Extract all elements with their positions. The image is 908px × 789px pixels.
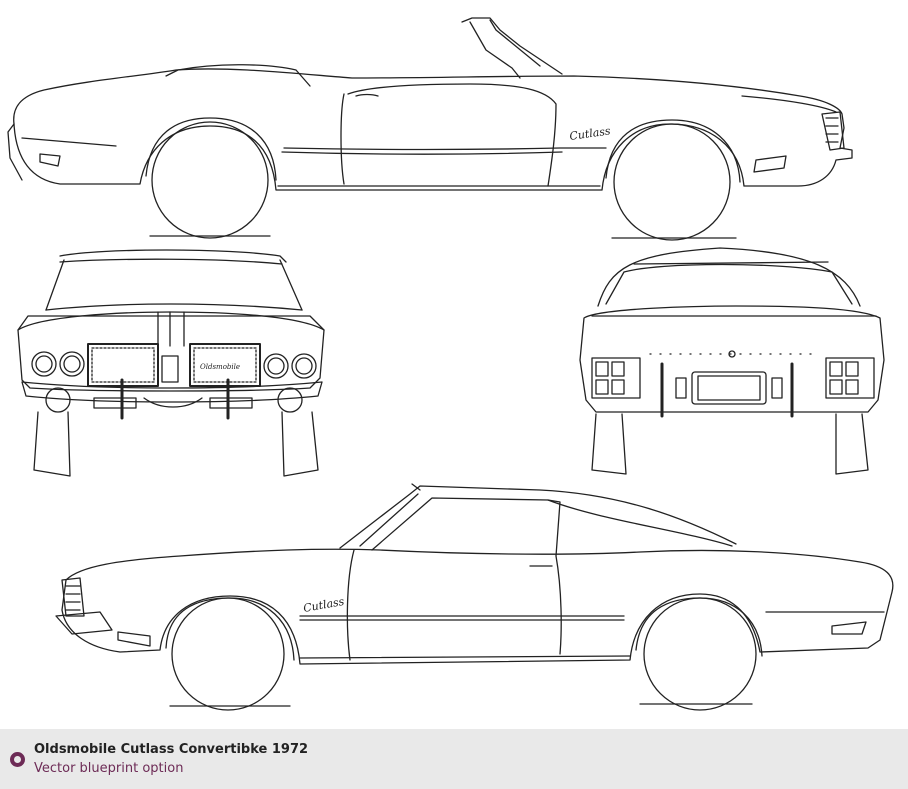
- side-view-top-up: Cutlass: [55, 483, 894, 711]
- blueprint-canvas: Cutlass Oldsmobile: [7, 17, 894, 711]
- side-bottom-badge: Cutlass: [302, 595, 345, 615]
- side-view-top-down: Cutlass: [7, 17, 853, 241]
- caption-bar: Oldsmobile Cutlass Convertibke 1972 Vect…: [0, 729, 908, 789]
- front-view: Oldsmobile: [17, 249, 325, 477]
- caption-title: Oldsmobile Cutlass Convertibke 1972: [34, 742, 309, 757]
- ring-bullet-icon: [10, 752, 25, 767]
- side-top-badge: Cutlass: [569, 124, 612, 143]
- rear-view: [579, 247, 885, 475]
- front-grille-badge: Oldsmobile: [200, 363, 240, 371]
- caption-subtitle[interactable]: Vector blueprint option: [34, 761, 184, 776]
